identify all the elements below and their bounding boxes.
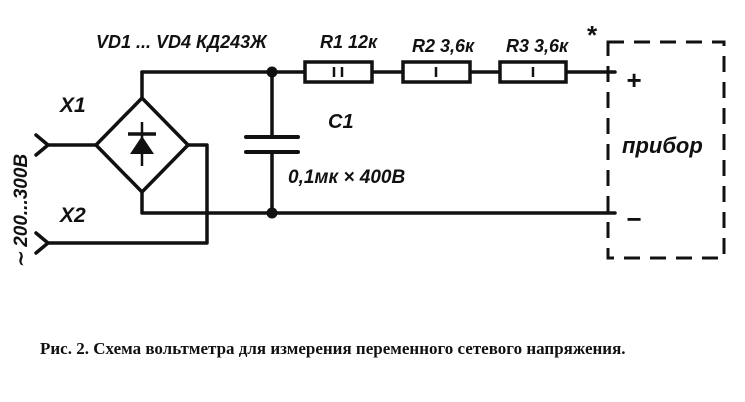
figure-caption: Рис. 2. Схема вольтметра для измерения п… (40, 339, 626, 358)
wire-bottom (140, 190, 617, 215)
diode-bridge (94, 96, 190, 194)
label-x2: X2 (59, 204, 86, 227)
label-r3-mark: * (586, 20, 598, 50)
junction-bottom (266, 207, 278, 219)
label-input-voltage: ∼ 200...300В (11, 154, 32, 268)
terminal-x1 (34, 133, 51, 157)
resistor-r1 (303, 60, 374, 84)
label-diodes: VD1 ... VD4 КД243Ж (96, 32, 268, 52)
label-r3: R3 3,6к (506, 36, 569, 56)
label-c1-value: 0,1мк × 400В (288, 167, 405, 188)
label-minus: − (626, 204, 641, 234)
label-plus: + (626, 65, 641, 95)
label-r2: R2 3,6к (412, 36, 475, 56)
label-c1: C1 (328, 111, 354, 133)
label-device: прибор (622, 133, 703, 158)
device-box (606, 40, 726, 260)
junction-top (266, 66, 278, 78)
label-x1: X1 (59, 94, 86, 117)
wire-x2 (46, 143, 209, 245)
terminal-x2 (34, 231, 51, 255)
label-r1: R1 12к (320, 32, 378, 52)
